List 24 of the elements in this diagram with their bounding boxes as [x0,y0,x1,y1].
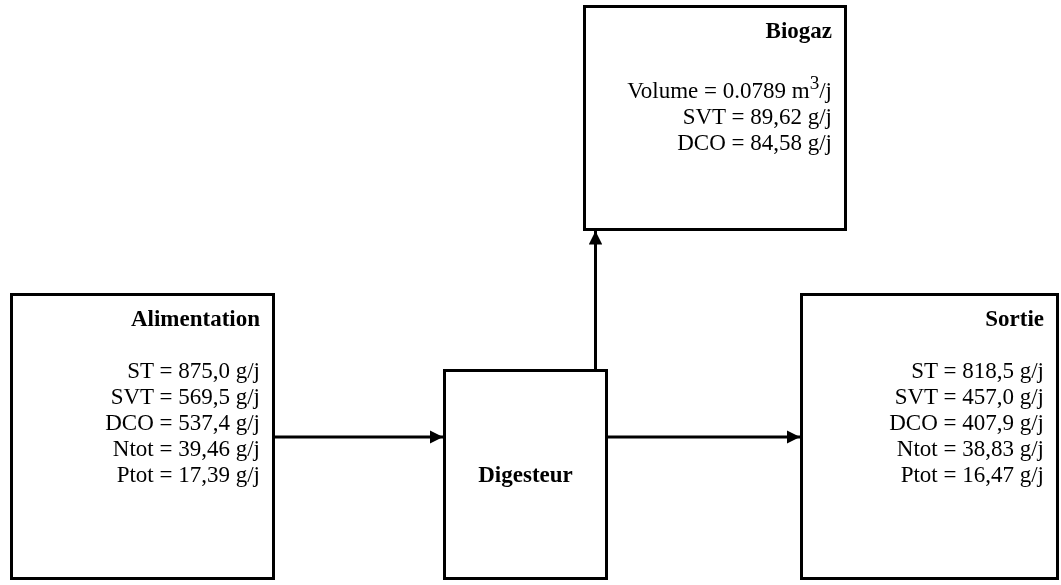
value-line: Ptot = 17,39 g/j [115,462,260,488]
process-box [800,293,1059,580]
process-box [443,369,608,580]
value-line: DCO = 84,58 g/j [676,129,832,156]
value-line: Ntot = 38,83 g/j [895,436,1044,462]
arrow [588,231,603,369]
value-line: DCO = 407,9 g/j [888,410,1044,436]
value-line: SVT = 569,5 g/j [109,384,260,410]
value-line: DCO = 537,4 g/j [104,410,260,436]
value-line: SVT = 89,62 g/j [681,103,832,130]
arrow [275,430,443,444]
box-title: Biogaz [764,18,832,44]
value-line: ST = 818,5 g/j [910,358,1044,384]
value-line: ST = 875,0 g/j [126,358,260,384]
box-title: Sortie [984,306,1044,332]
value-line: SVT = 457,0 g/j [893,384,1044,410]
value-line: Volume = 0.0789 m$^{3}$/j [626,71,832,104]
arrow [608,430,800,444]
process-box [583,5,847,231]
box-title: Alimentation [129,306,260,332]
value-line: Ntot = 39,46 g/j [111,436,260,462]
value-line: Ptot = 16,47 g/j [899,462,1044,488]
process-box [10,293,275,580]
box-title: Digesteur [478,461,573,488]
